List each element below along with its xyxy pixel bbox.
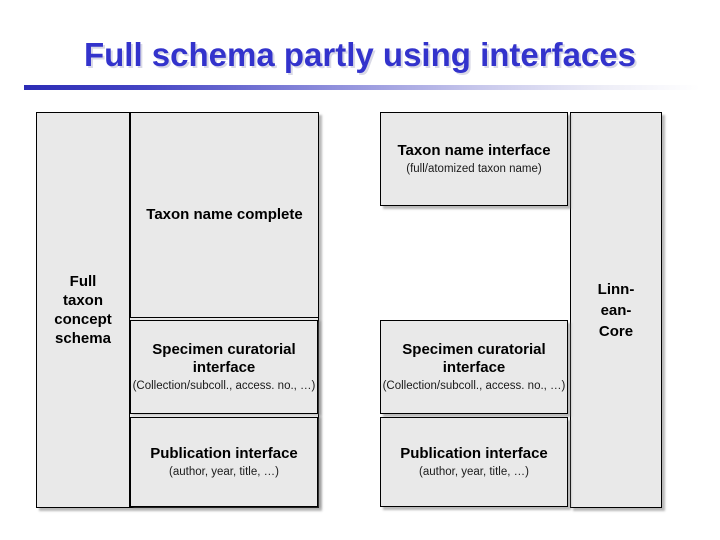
taxon-name-complete-box[interactable]: Taxon name complete [130,113,318,318]
left-publication-interface-subtitle: (author, year, title, …) [169,466,279,478]
left-publication-interface-title: Publication interface [150,445,298,462]
right-publication-interface-box[interactable]: Publication interface (author, year, tit… [380,417,568,507]
left-specimen-curatorial-interface-subtitle: (Collection/subcoll., access. no., …) [132,380,316,392]
linnean-core-container[interactable]: Linn-ean-Core [570,112,662,508]
right-specimen-curatorial-interface-subtitle: (Collection/subcoll., access. no., …) [382,380,566,392]
title-underline-rule [24,85,700,90]
right-specimen-curatorial-interface-box[interactable]: Specimen curatorial interface (Collectio… [380,320,568,414]
linnean-core-label: Linn-ean-Core [597,280,635,340]
taxon-name-interface-title: Taxon name interface [397,142,551,159]
taxon-name-interface-box[interactable]: Taxon name interface (full/atomized taxo… [380,112,568,206]
left-publication-interface-box[interactable]: Publication interface (author, year, tit… [130,417,318,507]
left-specimen-curatorial-interface-box[interactable]: Specimen curatorial interface (Collectio… [130,320,318,414]
right-publication-interface-title: Publication interface [400,445,548,462]
right-specimen-curatorial-interface-title: Specimen curatorial interface [402,341,546,376]
left-specimen-curatorial-interface-title: Specimen curatorial interface [152,341,296,376]
right-publication-interface-subtitle: (author, year, title, …) [419,466,529,478]
taxon-name-complete-title: Taxon name complete [146,206,303,223]
page-title: Full schema partly using interfaces [83,36,636,73]
taxon-name-interface-subtitle: (full/atomized taxon name) [406,163,542,175]
